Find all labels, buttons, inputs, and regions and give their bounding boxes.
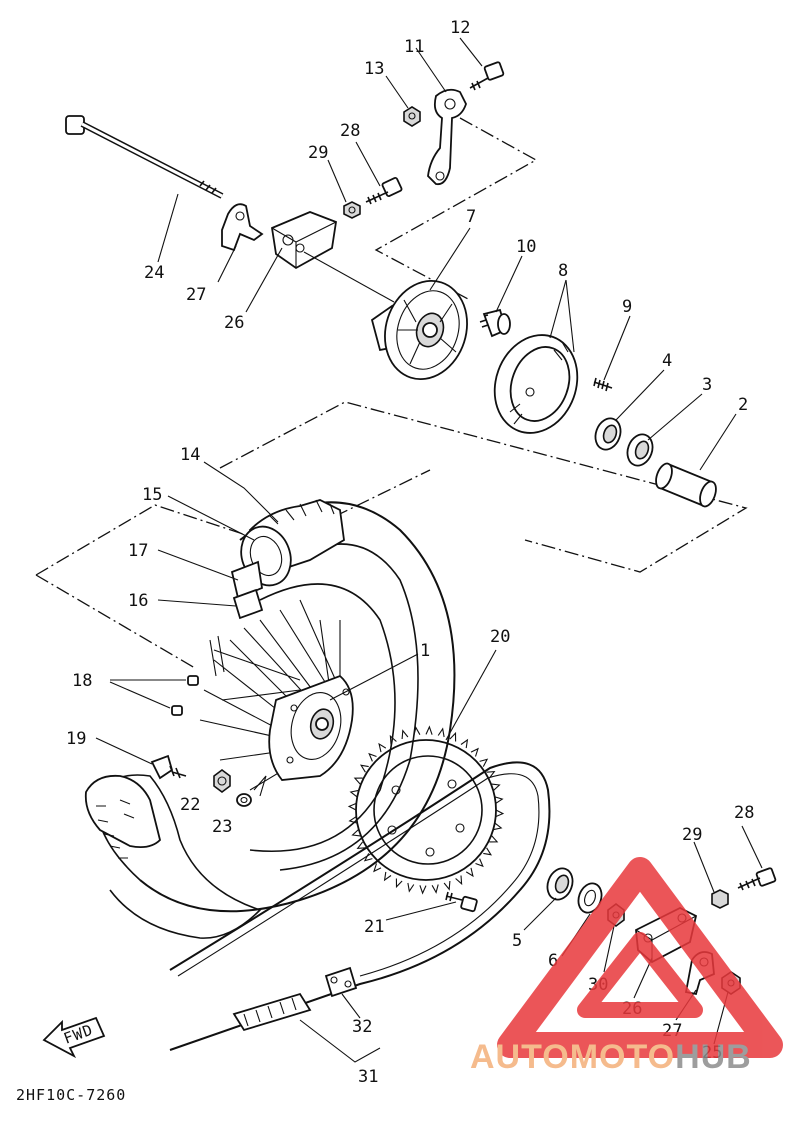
sprocket-tooth [351, 829, 361, 837]
callout-28-right: 28 [734, 803, 754, 823]
sprocket-tooth [493, 822, 503, 831]
sprocket-tooth [443, 880, 451, 891]
callout-13: 13 [364, 59, 384, 79]
sprocket-tooth [383, 871, 392, 882]
callout-7: 7 [466, 207, 476, 227]
sprocket-tooth [470, 747, 479, 757]
sprocket-tooth [413, 726, 421, 736]
sprocket-tooth [401, 729, 409, 740]
sprocket-tooth [349, 789, 359, 798]
triangle-stroke [497, 857, 783, 1058]
sprocket-tooth [378, 742, 387, 753]
callout-18: 18 [72, 671, 92, 691]
axle-shaft [65, 115, 224, 263]
rim-lock [150, 754, 187, 780]
callout-24: 24 [144, 263, 164, 283]
sprocket-tooth [389, 734, 397, 745]
fwd-label: FWD [61, 1021, 95, 1048]
sprocket-tooth [407, 882, 415, 893]
sprocket-tooth [373, 863, 382, 873]
diagram-code: 2HF10C-7260 [16, 1086, 126, 1104]
callout-5: 5 [512, 931, 522, 951]
callout-22: 22 [180, 795, 200, 815]
callout-3: 3 [702, 375, 712, 395]
callout-23: 23 [212, 817, 232, 837]
sprocket-tooth [489, 835, 499, 843]
callout-15: 15 [142, 485, 162, 505]
sprocket-tooth [486, 770, 496, 779]
forward-arrow-icon: FWD [42, 1016, 106, 1059]
callout-19: 19 [66, 729, 86, 749]
callout-29: 29 [308, 143, 328, 163]
watermark-logo: AUTOMOTOHUB [470, 857, 783, 1076]
callout-26: 26 [224, 313, 244, 333]
chain-adjuster-block-top [245, 211, 395, 313]
callout-16: 16 [128, 591, 148, 611]
callout-28: 28 [340, 121, 360, 141]
callout-10: 10 [516, 237, 536, 257]
sprocket-tooth [483, 847, 493, 856]
brake-shoe-plate [370, 279, 468, 381]
callout-11: 11 [404, 37, 424, 57]
tension-bar-parts [403, 61, 505, 186]
callout-31: 31 [358, 1067, 378, 1087]
sprocket-tooth [425, 725, 433, 735]
sprocket-tooth [431, 884, 439, 894]
callout-14: 14 [180, 445, 200, 465]
sprocket-tooth [368, 752, 377, 762]
sprocket-tooth [455, 875, 463, 886]
triangle-logo-icon [497, 857, 783, 1058]
callout-27: 27 [186, 285, 206, 305]
callout-4: 4 [662, 351, 672, 371]
callout-1: 1 [420, 641, 430, 661]
master-link [324, 966, 358, 998]
callout-8: 8 [558, 261, 568, 281]
sprocket-tooth [494, 796, 504, 804]
sprocket-tooth [395, 878, 403, 889]
callout-12: 12 [450, 18, 470, 38]
rim-band-and-tube [230, 525, 292, 620]
callout-2: 2 [738, 395, 748, 415]
grouping-lines [35, 117, 748, 669]
callout-6: 6 [548, 951, 558, 971]
bearings-and-spacer [594, 417, 717, 508]
callout-9: 9 [622, 297, 632, 317]
sprocket-tooth [437, 727, 445, 738]
callout-17: 17 [128, 541, 148, 561]
spoke-nipples [109, 675, 199, 716]
drive-chain [169, 761, 551, 1063]
adjuster-bolt-top [343, 177, 403, 219]
callout-29-right: 29 [682, 825, 702, 845]
sprocket-tooth [348, 816, 358, 824]
hub-and-spokes [199, 599, 354, 791]
watermark-text-part1: AUTOMOTOHUB [470, 1038, 752, 1076]
triangle-stroke [577, 932, 703, 1018]
sprocket-tooth [419, 885, 427, 895]
sprocket-tooth [353, 777, 363, 785]
chain-segment [232, 992, 312, 1032]
callout-32: 32 [352, 1017, 372, 1037]
sprocket-tooth [359, 764, 369, 773]
callout-21: 21 [364, 917, 384, 937]
sprocket-nut-and-washer [213, 769, 267, 807]
sprocket-tooth [479, 758, 489, 767]
chain-adjuster-plate-top [217, 203, 264, 283]
sprocket-bolt [445, 891, 478, 913]
brake-shoe-kit [493, 334, 579, 434]
callout-20: 20 [490, 627, 510, 647]
sprocket-tooth [356, 841, 366, 850]
sprocket-tooth [491, 783, 501, 791]
sprocket-tooth [465, 867, 474, 878]
sprocket-tooth [475, 858, 484, 868]
brake-cam [479, 308, 511, 338]
sprocket-tooth [495, 809, 505, 818]
brake-spring [593, 377, 613, 392]
sprocket-tooth [449, 731, 457, 742]
sprocket-tooth [460, 738, 469, 749]
sprocket-tooth [347, 802, 357, 811]
